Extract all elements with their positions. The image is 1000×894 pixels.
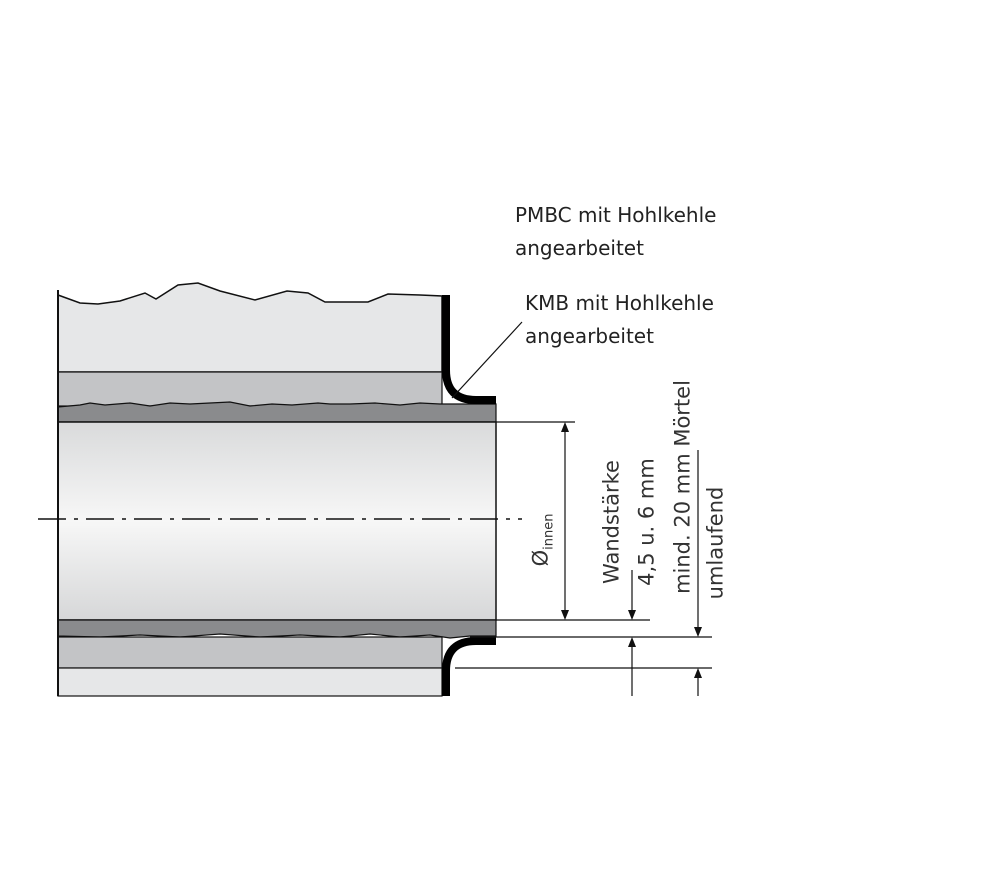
pmbc-label-line1: PMBC mit Hohlkehle — [515, 203, 717, 227]
pipe-wall-bottom — [57, 619, 497, 639]
wall-top — [57, 282, 443, 373]
mortar-top — [57, 371, 443, 407]
wall-thickness-label-line1: Wandstärke — [599, 460, 624, 584]
wall-bottom — [57, 667, 443, 697]
pmbc-label-line2: angearbeitet — [515, 236, 644, 260]
pipe-interior — [57, 421, 497, 621]
mortar-bottom — [57, 636, 443, 669]
kmb-label-line1: KMB mit Hohlkehle — [525, 291, 714, 315]
kmb-label-line2: angearbeitet — [525, 324, 654, 348]
inner-diameter-label: Øinnen — [528, 513, 557, 567]
kmb-leader-line — [451, 321, 523, 399]
diameter-symbol: Ø — [528, 549, 553, 567]
mortar-label-line2: umlaufend — [703, 486, 728, 600]
membrane-bottom — [442, 637, 496, 696]
mortar-label-line1: mind. 20 mm Mörtel — [670, 380, 695, 594]
pipe-wall-top — [57, 401, 497, 423]
wall-thickness-label-line2: 4,5 u. 6 mm — [634, 458, 659, 586]
membrane-top — [442, 295, 496, 404]
diameter-subscript: innen — [541, 513, 557, 550]
